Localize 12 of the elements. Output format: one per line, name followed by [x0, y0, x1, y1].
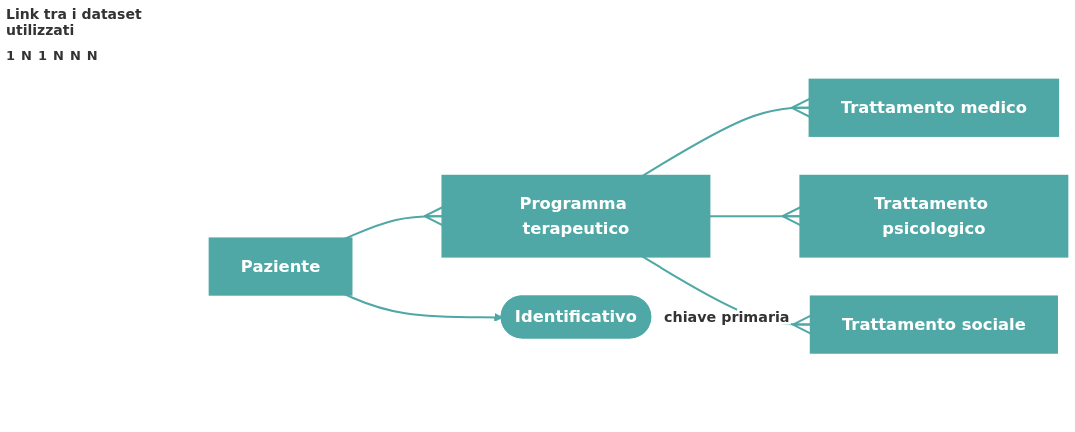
cardinality-label: N: [86, 48, 98, 63]
diagram-title: Link tra i dataset utilizzati: [6, 6, 143, 38]
node-box: Trattamento sociale: [809, 295, 1058, 354]
cardinality-label: N: [21, 48, 32, 63]
cardinality-label: 1: [6, 48, 16, 63]
cardinality-label: N: [53, 48, 64, 63]
cardinality-label: 1: [37, 48, 47, 63]
node-box: Trattamento psicologico: [799, 174, 1069, 258]
node-box: Trattamento medico: [808, 78, 1060, 137]
node-box: Programma terapeutico: [441, 174, 711, 258]
node-box: Paziente: [208, 237, 353, 296]
cardinality-label: N: [69, 48, 81, 63]
